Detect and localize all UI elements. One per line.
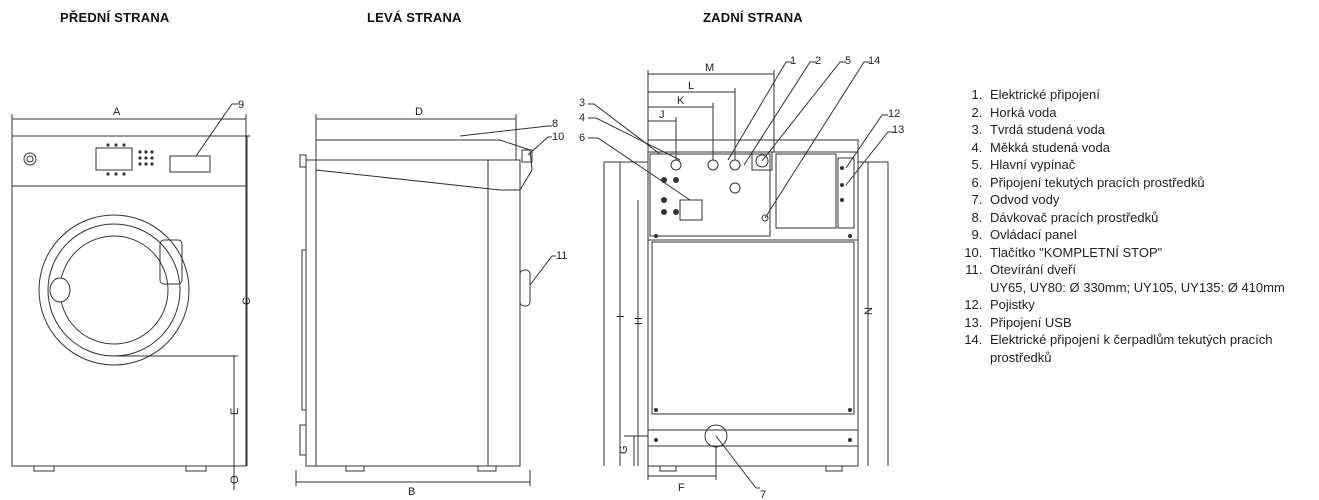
callout-12: 12 [888, 108, 900, 120]
dim-O: O [229, 475, 241, 484]
dim-A: A [113, 106, 121, 118]
dim-L: L [688, 80, 694, 92]
dim-J: J [659, 109, 665, 121]
left-view [295, 114, 556, 486]
legend-item: Odvod vody [986, 191, 1313, 209]
legend-item: Připojení USB [986, 314, 1313, 332]
dim-G: G [618, 445, 630, 454]
callout-10: 10 [552, 131, 564, 143]
rear-view [588, 61, 894, 489]
callout-4: 4 [579, 112, 585, 124]
dim-D: D [415, 106, 423, 118]
legend-item-text: Ovládací panel [990, 227, 1077, 242]
legend-item: Připojení tekutých pracích prostředků [986, 174, 1313, 192]
left-view-title: LEVÁ STRANA [367, 10, 462, 25]
dim-C: C [241, 297, 253, 305]
callout-13: 13 [892, 124, 904, 136]
legend-item-text: Pojistky [990, 297, 1035, 312]
dim-K: K [677, 95, 685, 107]
callout-5: 5 [845, 55, 851, 67]
front-view-title: PŘEDNÍ STRANA [60, 10, 170, 25]
dim-I: I [615, 315, 627, 318]
callout-9: 9 [238, 99, 244, 111]
dim-B: B [408, 486, 415, 498]
callout-6: 6 [579, 132, 585, 144]
legend-item: Horká voda [986, 104, 1313, 122]
legend-item-text: Elektrické připojení [990, 87, 1100, 102]
front-panel-buttons [106, 143, 154, 176]
front-view [11, 103, 250, 490]
dim-N: N [863, 307, 875, 315]
dim-H: H [633, 317, 645, 325]
callout-8: 8 [552, 118, 558, 130]
legend-item-text: Odvod vody [990, 192, 1060, 207]
callout-14: 14 [868, 55, 880, 67]
legend-item-text: Dávkovač pracích prostředků [990, 209, 1159, 225]
callout-7: 7 [760, 489, 766, 500]
legend-item: Elektrické připojení k čerpadlům tekutýc… [986, 331, 1313, 366]
legend-item: Tvrdá studená voda [986, 121, 1313, 139]
technical-drawing: A C E O D B M L K J I H N G F 9 8 10 11 … [11, 55, 904, 500]
legend: Elektrické připojeníHorká vodaTvrdá stud… [948, 86, 1313, 366]
legend-list: Elektrické připojeníHorká vodaTvrdá stud… [948, 86, 1313, 366]
legend-item-detail: UY65, UY80: Ø 330mm; UY105, UY135: Ø 410… [990, 279, 1285, 295]
rear-view-title: ZADNÍ STRANA [703, 10, 803, 25]
callout-11: 11 [556, 250, 567, 262]
legend-item: Dávkovač pracích prostředků [986, 209, 1313, 227]
legend-item: Ovládací panel [986, 226, 1313, 244]
legend-item-text: Horká voda [990, 104, 1057, 120]
callout-3: 3 [579, 97, 585, 109]
legend-item-text: Hlavní vypínač [990, 157, 1076, 172]
legend-item: Měkká studená voda [986, 139, 1313, 157]
legend-item-text: Tvrdá studená voda [990, 122, 1105, 137]
legend-item-text: Připojení tekutých pracích prostředků [990, 174, 1205, 190]
legend-item: Elektrické připojení [986, 86, 1313, 104]
dim-F: F [678, 482, 685, 494]
rear-panel-screws [654, 166, 852, 442]
callout-2: 2 [815, 55, 821, 67]
legend-item: Hlavní vypínač [986, 156, 1313, 174]
legend-item-text: Elektrické připojení k čerpadlům tekutýc… [990, 332, 1273, 365]
legend-item-text: Měkká studená voda [990, 139, 1110, 155]
dim-M: M [705, 62, 714, 74]
legend-item: Tlačítko "KOMPLETNÍ STOP" [986, 244, 1313, 262]
legend-item: Pojistky [986, 296, 1313, 314]
callout-1: 1 [790, 55, 796, 67]
legend-item-text: Připojení USB [990, 314, 1072, 330]
legend-item-text: Tlačítko "KOMPLETNÍ STOP" [990, 244, 1163, 260]
legend-item-text: Otevírání dveří [990, 262, 1076, 277]
dim-E: E [229, 408, 241, 415]
